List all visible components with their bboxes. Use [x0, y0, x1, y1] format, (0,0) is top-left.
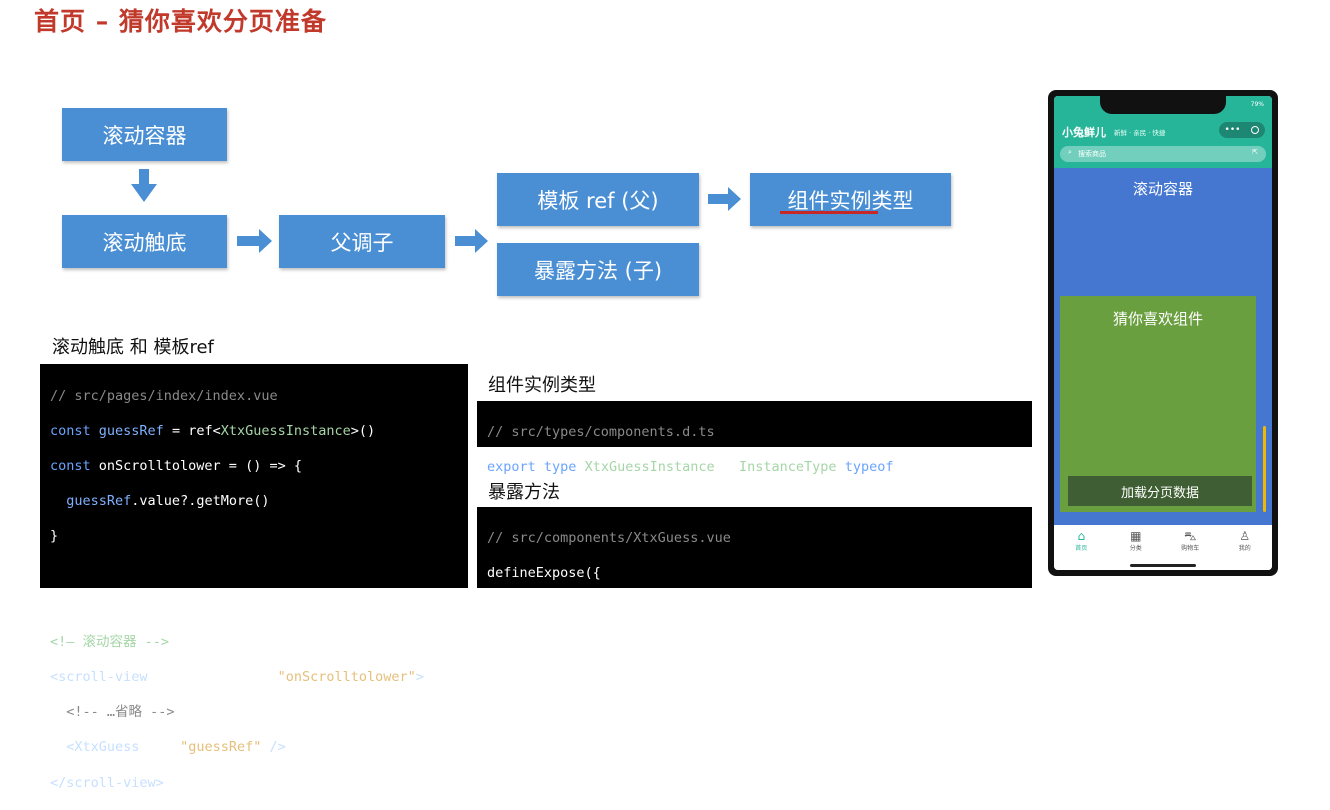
box-scroll-bottom: 滚动触底 — [62, 215, 227, 268]
scroll-container-label: 滚动容器 — [1132, 180, 1193, 198]
arrow-right-1 — [237, 229, 272, 253]
code-block-index-vue: // src/pages/index/index.vue const guess… — [40, 364, 468, 791]
tab-bar: ⌂ 首页 ▦ 分类 ⛍ 购物车 ♙ 我的 — [1054, 525, 1272, 570]
code-line: <scroll-view @scrolltolower="onScrolltol… — [50, 669, 424, 686]
code-line: } — [50, 528, 59, 545]
guess-component-area: 猜你喜欢组件 加载分页数据 — [1060, 296, 1256, 512]
code-line — [50, 564, 458, 582]
home-icon: ⌂ — [1077, 529, 1086, 543]
page-title: 首页 – 猜你喜欢分页准备 — [34, 7, 327, 36]
box-parent-call-child: 父调子 — [279, 215, 445, 268]
tab-label: 购物车 — [1181, 545, 1200, 552]
search-icon: ⌕ — [1068, 148, 1072, 156]
code-line: // src/pages/index/index.vue — [50, 387, 278, 404]
phone-screen: 79% 小兔鲜儿 新鲜 · 亲民 · 快捷 ••• ⌕ 搜索商品 ⇱ 滚动容器 … — [1054, 96, 1272, 570]
arrow-right-3 — [708, 187, 741, 211]
scroll-container-area[interactable]: 滚动容器 猜你喜欢组件 加载分页数据 — [1054, 168, 1272, 525]
section-heading-instance-type: 组件实例类型 — [488, 375, 596, 396]
box-expose-method: 暴露方法 (子) — [497, 243, 699, 296]
category-icon: ▦ — [1130, 529, 1142, 543]
arrow-down — [131, 169, 157, 202]
box-template-ref: 模板 ref (父) — [497, 173, 699, 226]
code-line: const guessRef = ref<XtxGuessInstance>() — [50, 422, 376, 439]
code-line: // src/types/components.d.ts — [487, 423, 715, 440]
code-line: }) — [487, 635, 504, 652]
user-icon: ♙ — [1239, 529, 1251, 543]
code-line: // src/components/XtxGuess.vue — [487, 529, 731, 546]
phone-notch — [1100, 96, 1226, 114]
code-line: getMore: getHomeGoodsGuessLikeData, — [487, 599, 788, 616]
tab-label: 分类 — [1129, 545, 1142, 552]
tab-category[interactable]: ▦ 分类 — [1109, 525, 1164, 570]
tab-label: 首页 — [1075, 545, 1088, 552]
capsule-menu[interactable]: ••• — [1219, 122, 1265, 138]
section-heading-expose: 暴露方法 — [488, 482, 560, 503]
box-instance-type: 组件实例类型 — [750, 173, 951, 226]
tab-cart[interactable]: ⛍ 购物车 — [1163, 525, 1218, 570]
search-bar[interactable]: ⌕ 搜索商品 ⇱ — [1060, 146, 1266, 162]
box-scroll-container: 滚动容器 — [62, 108, 227, 161]
code-line: guessRef.value?.getMore() — [66, 493, 270, 510]
code-line: </scroll-view> — [50, 774, 164, 791]
code-line: defineExpose({ — [487, 564, 601, 581]
scrollbar[interactable] — [1263, 426, 1266, 512]
highlight-underline — [780, 211, 878, 214]
code-line: <!-- …省略 --> — [50, 704, 175, 721]
app-header: 79% 小兔鲜儿 新鲜 · 亲民 · 快捷 ••• ⌕ 搜索商品 ⇱ — [1054, 96, 1272, 168]
section-heading-scroll-ref: 滚动触底 和 模板ref — [52, 337, 214, 358]
battery-status: 79% — [1250, 101, 1264, 108]
tab-label: 我的 — [1238, 545, 1251, 552]
guess-component-label: 猜你喜欢组件 — [1112, 310, 1203, 328]
code-block-xtxguess-vue: // src/components/XtxGuess.vue defineExp… — [477, 507, 1032, 651]
code-line: <XtxGuess ref="guessRef" /> — [66, 739, 286, 756]
scan-icon[interactable]: ⇱ — [1252, 148, 1258, 156]
flow-arrows — [131, 169, 741, 253]
phone-mockup: 79% 小兔鲜儿 新鲜 · 亲民 · 快捷 ••• ⌕ 搜索商品 ⇱ 滚动容器 … — [1048, 90, 1278, 576]
cart-icon: ⛍ — [1184, 529, 1197, 543]
tab-home[interactable]: ⌂ 首页 — [1054, 525, 1109, 570]
code-block-components-dts: // src/types/components.d.ts export type… — [477, 401, 1032, 475]
home-indicator — [1130, 564, 1196, 567]
code-line: const onScrolltolower = () => { — [50, 457, 302, 474]
search-placeholder: 搜索商品 — [1078, 150, 1106, 158]
code-line — [50, 599, 458, 617]
close-circle-icon[interactable] — [1251, 126, 1260, 134]
arrow-right-2 — [455, 229, 488, 253]
more-icon[interactable]: ••• — [1224, 124, 1241, 135]
load-more-button[interactable]: 加载分页数据 — [1068, 476, 1252, 506]
code-line: export type XtxGuessInstance = InstanceT… — [487, 458, 975, 475]
code-line: <!– 滚动容器 --> — [50, 633, 170, 650]
app-name: 小兔鲜儿 — [1062, 126, 1106, 139]
tab-profile[interactable]: ♙ 我的 — [1218, 525, 1273, 570]
app-tagline: 新鲜 · 亲民 · 快捷 — [1114, 129, 1166, 137]
